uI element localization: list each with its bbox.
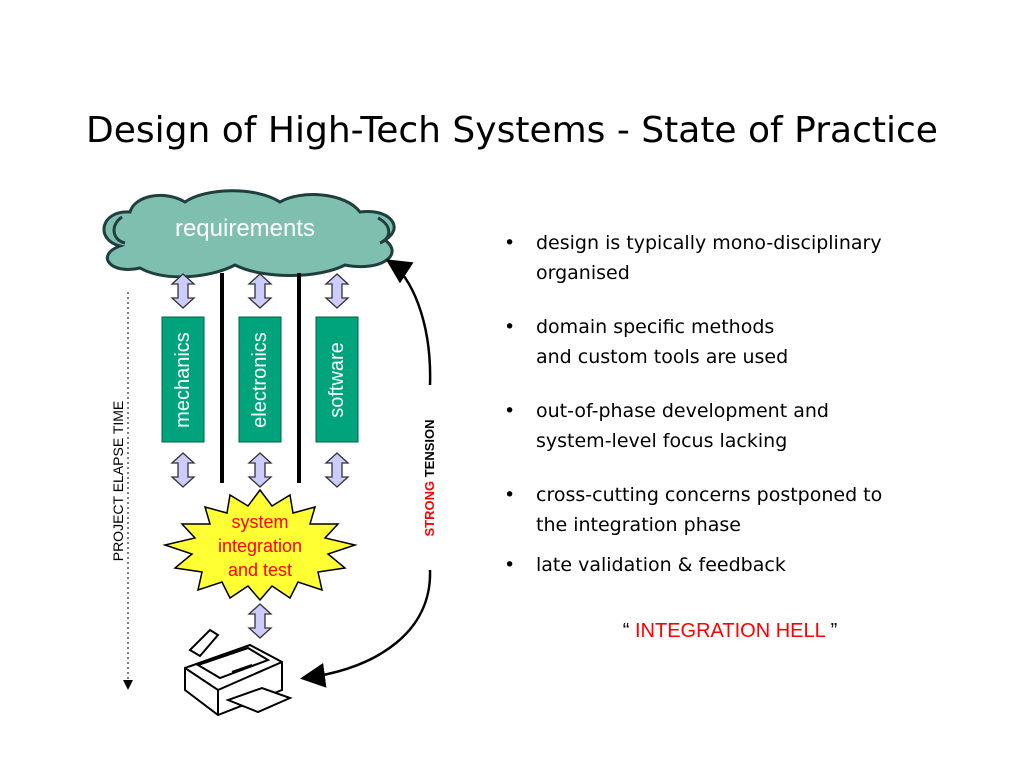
electronics-box [238, 316, 282, 443]
mechanics-box [161, 316, 205, 443]
double-arrow-icon [325, 273, 349, 309]
software-box [315, 316, 359, 443]
bullet-icon: • [504, 554, 516, 576]
double-arrow-icon [248, 273, 272, 309]
tension-arrow-top [385, 259, 432, 386]
requirements-cloud-icon [102, 189, 396, 279]
software-label: software [326, 342, 348, 418]
double-arrow-icon [171, 273, 195, 309]
bullet-icon: • [504, 232, 516, 254]
requirements-label: requirements [174, 215, 316, 242]
mechanics-label: mechanics [172, 332, 194, 428]
bullet-item: •late validation & feedback [500, 550, 1000, 580]
double-arrow-icon [248, 603, 272, 639]
double-arrow-icon [325, 452, 349, 488]
integration-hell-text: INTEGRATION HELL [634, 620, 826, 642]
double-arrow-icon [171, 452, 195, 488]
integration-line: and test [227, 560, 293, 580]
bullet-icon: • [504, 484, 516, 506]
project-elapse-time-label: PROJECT ELAPSE TIME [110, 400, 126, 562]
strong-tension-label: STRONG TENSION [422, 418, 438, 538]
system-integration-label: system integration and test [200, 510, 320, 582]
integration-hell-quote: “ INTEGRATION HELL ” [622, 620, 838, 642]
starburst-icon [162, 488, 358, 602]
tension-word: TENSION [422, 419, 437, 481]
printer-icon [184, 628, 293, 717]
bullet-icon: • [504, 400, 516, 422]
integration-line: system [231, 512, 289, 532]
slide-title: Design of High-Tech Systems - State of P… [86, 110, 938, 151]
double-arrow-icon [248, 452, 272, 488]
integration-line: integration [217, 536, 303, 556]
strong-word: STRONG [422, 480, 437, 537]
tension-arrow-bottom [300, 569, 432, 688]
bullet-icon: • [504, 316, 516, 338]
electronics-label: electronics [249, 332, 271, 428]
